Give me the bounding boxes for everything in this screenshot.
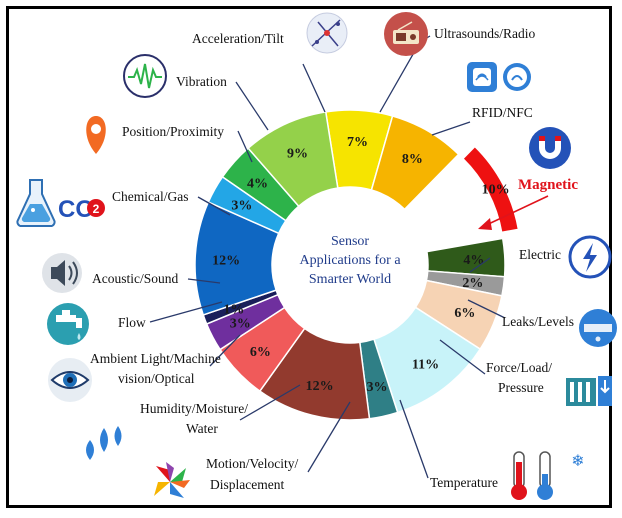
segment-value-labels: 7%8%10%4%2%6%11%3%12%6%3%1%12%3%4%9% (212, 135, 510, 395)
label-ambient-1: Ambient Light/Machine (90, 351, 221, 366)
leader-motion (307, 401, 351, 473)
segment-value-8: 3% (366, 380, 387, 395)
segment-value-2: 8% (402, 152, 423, 167)
label-humidity-2: Water (186, 421, 218, 436)
leader-temperature (399, 399, 429, 479)
leader-force (439, 339, 486, 375)
pipe-leak-icon (579, 309, 617, 347)
location-pin-icon (86, 116, 106, 154)
leader-humidity (239, 384, 301, 421)
electric-bolt-icon (568, 235, 612, 279)
chemical-flask-icon (16, 179, 56, 228)
leader-vibration (235, 81, 269, 131)
acceleration-icon (306, 12, 348, 54)
leader-acoustic (187, 278, 221, 284)
magnetic-arrowhead (478, 218, 492, 230)
label-temperature: Temperature (430, 475, 498, 490)
thermometer-icon: ❄ (511, 451, 585, 500)
vibration-icon (123, 54, 167, 98)
segment-value-3: 10% (482, 183, 510, 198)
donut-center (272, 187, 428, 343)
rfid-icon (467, 62, 497, 92)
leader-ambient (209, 334, 241, 367)
leader-leaks (467, 299, 506, 319)
pinwheel-icon (154, 462, 190, 498)
eye-icon (48, 358, 92, 402)
label-force-2: Pressure (498, 380, 544, 395)
label-acoustic: Acoustic/Sound (92, 271, 178, 286)
leader-electric (469, 257, 491, 273)
label-flow: Flow (118, 315, 146, 330)
label-magnetic: Magnetic (518, 177, 578, 193)
leader-magnetic (479, 195, 549, 229)
speaker-icon (42, 253, 82, 293)
label-position: Position/Proximity (122, 124, 224, 139)
segment-value-9: 12% (306, 379, 334, 394)
segment-value-11: 3% (230, 317, 251, 332)
leader-flow (149, 301, 223, 323)
svg-text:❄: ❄ (571, 451, 584, 470)
center-title-line3: Smarter World (309, 272, 391, 287)
nfc-icon (503, 63, 531, 91)
water-drops-icon (86, 426, 122, 460)
leader-acceleration (302, 63, 326, 113)
pressure-icon (566, 376, 612, 406)
segment-value-5: 2% (462, 276, 483, 291)
co2-subscript: 2 (93, 202, 100, 216)
segment-value-16: 9% (287, 147, 308, 162)
label-chemical: Chemical/Gas (112, 189, 188, 204)
segment-value-4: 4% (463, 253, 484, 268)
center-title-line2: Applications for a (299, 253, 401, 268)
center-title-line1: Sensor (331, 234, 369, 249)
leader-position (237, 130, 253, 163)
segment-value-15: 4% (247, 176, 268, 191)
label-rfid: RFID/NFC (472, 105, 533, 120)
label-electric: Electric (519, 247, 561, 262)
label-humidity-1: Humidity/Moisture/ (140, 401, 248, 416)
segment-value-10: 6% (250, 345, 271, 360)
segment-3 (461, 145, 520, 234)
segment-value-1: 7% (347, 135, 368, 150)
leader-chemical (197, 196, 231, 216)
label-motion-2: Displacement (210, 477, 284, 492)
segment-value-14: 3% (231, 198, 252, 213)
segment-value-12: 1% (223, 303, 244, 318)
magnet-icon (529, 127, 571, 169)
label-ambient-2: vision/Optical (118, 371, 195, 386)
segment-value-7: 11% (412, 357, 439, 372)
label-ultrasounds: Ultrasounds/Radio (434, 26, 535, 41)
co2-subscript-badge (87, 199, 105, 217)
label-force-1: Force/Load/ (486, 360, 552, 375)
segment-value-13: 12% (212, 253, 240, 268)
leader-rfid (431, 121, 471, 136)
label-vibration: Vibration (176, 74, 227, 89)
segment-value-6: 6% (454, 306, 475, 321)
label-motion-1: Motion/Velocity/ (206, 456, 298, 471)
radio-icon (384, 12, 428, 56)
label-acceleration: Acceleration/Tilt (192, 31, 284, 46)
label-leaks: Leaks/Levels (502, 314, 574, 329)
faucet-icon (47, 303, 89, 345)
